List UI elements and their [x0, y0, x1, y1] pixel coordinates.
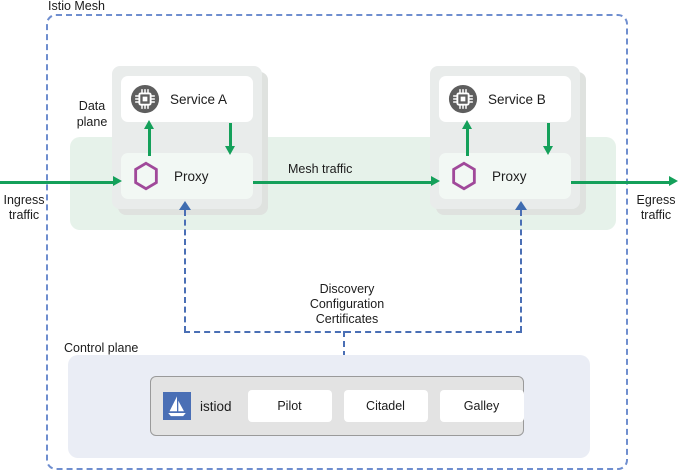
control-bus-to-istiod-line	[343, 331, 345, 377]
proxy-b-to-service-b-arrowhead	[462, 120, 472, 129]
service-b-to-proxy-b-line	[547, 123, 550, 148]
proxy-b-box[interactable]: Proxy	[439, 153, 571, 199]
data-plane-label: Data plane	[62, 98, 122, 130]
service-b-label: Service B	[488, 91, 546, 107]
control-signal-label-line3: Certificates	[315, 312, 379, 326]
component-citadel-label: Citadel	[366, 399, 405, 413]
control-plane-component-galley[interactable]: Galley	[439, 390, 524, 422]
ingress-traffic-arrowhead	[113, 176, 122, 186]
proxy-a-to-service-a-line	[148, 128, 151, 156]
ingress-traffic-label: Ingress traffic	[0, 193, 48, 223]
istio-mesh-title: Istio Mesh	[48, 0, 111, 14]
chip-icon	[130, 84, 160, 114]
control-plane-label: Control plane	[64, 341, 139, 355]
service-a-to-proxy-a-arrowhead	[225, 146, 235, 155]
ingress-traffic-label-line2: traffic	[8, 208, 40, 222]
control-signal-label-line2: Configuration	[309, 297, 385, 311]
mesh-traffic-label: Mesh traffic	[288, 162, 353, 176]
service-a-label: Service A	[170, 91, 228, 107]
proxy-a-box[interactable]: Proxy	[121, 153, 253, 199]
proxy-b-to-service-b-line	[466, 128, 469, 156]
control-plane-component-pilot[interactable]: Pilot	[247, 390, 332, 422]
istiod-panel: istiod Pilot Citadel Galley	[150, 376, 524, 436]
component-pilot-label: Pilot	[277, 399, 302, 413]
proxy-b-label: Proxy	[492, 168, 527, 184]
hexagon-icon	[448, 160, 480, 192]
chip-icon	[448, 84, 478, 114]
control-to-proxy-b-arrowhead	[515, 201, 527, 210]
mesh-traffic-line	[253, 181, 433, 184]
ingress-traffic-line	[0, 181, 114, 184]
egress-traffic-label-line2: traffic	[640, 208, 672, 222]
component-galley-label: Galley	[463, 399, 500, 413]
control-to-proxy-a-arrowhead	[179, 201, 191, 210]
service-a-to-proxy-a-line	[229, 123, 232, 148]
control-signal-bus-line	[184, 331, 522, 333]
data-plane-label-line2: plane	[76, 115, 108, 129]
data-plane-label-line1: Data	[78, 99, 106, 113]
istiod-label: istiod	[200, 398, 232, 414]
ingress-traffic-label-line1: Ingress	[3, 193, 45, 207]
egress-traffic-arrowhead	[669, 176, 678, 186]
proxy-a-to-service-a-arrowhead	[144, 120, 154, 129]
service-b-to-proxy-b-arrowhead	[543, 146, 553, 155]
service-a-box[interactable]: Service A	[121, 76, 253, 122]
istio-mesh-boundary	[46, 14, 628, 470]
istiod-sailboat-logo-icon	[163, 392, 191, 420]
egress-traffic-line	[571, 181, 671, 184]
control-signal-label-line1: Discovery	[319, 282, 375, 296]
control-to-proxy-b-line	[520, 210, 522, 332]
control-signal-label: Discovery Configuration Certificates	[277, 282, 417, 327]
egress-traffic-label-line1: Egress	[636, 193, 676, 207]
egress-traffic-label: Egress traffic	[632, 193, 680, 223]
service-b-box[interactable]: Service B	[439, 76, 571, 122]
control-plane-component-citadel[interactable]: Citadel	[343, 390, 428, 422]
mesh-traffic-arrowhead	[431, 176, 440, 186]
control-to-proxy-a-line	[184, 210, 186, 332]
proxy-a-label: Proxy	[174, 168, 209, 184]
hexagon-icon	[130, 160, 162, 192]
